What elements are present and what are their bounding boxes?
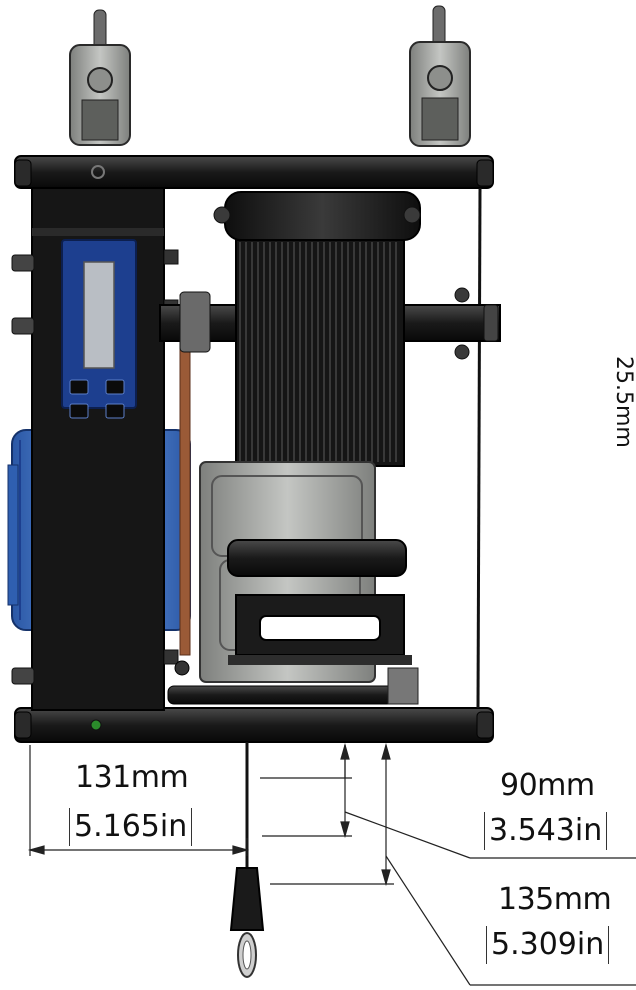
cable-drum — [159, 191, 501, 467]
drop-short-in-label: 3.543in — [484, 812, 608, 850]
panel-button-2[interactable] — [105, 379, 125, 395]
gearbox — [167, 461, 419, 705]
dimension-drop-short — [260, 742, 636, 859]
rail-bolts — [14, 159, 494, 739]
left-top-clamp — [69, 9, 131, 146]
side-dimension-label: 25.5mm — [611, 356, 636, 448]
drop-long-in-label: 5.309in — [486, 926, 610, 964]
cable-hook — [229, 742, 265, 978]
panel-button-4[interactable] — [105, 403, 125, 419]
control-panel — [61, 239, 137, 419]
lcd-display — [83, 261, 115, 369]
drum-grooves — [239, 242, 397, 462]
width-in-label: 5.165in — [69, 808, 193, 846]
panel-button-1[interactable] — [69, 379, 89, 395]
right-frame-edge — [476, 187, 482, 709]
width-mm-label: 131mm — [75, 760, 189, 795]
bottom-rail — [14, 707, 494, 743]
top-rail — [14, 155, 494, 189]
dimension-drop-long — [270, 742, 636, 986]
drop-long-mm-label: 135mm — [498, 882, 612, 917]
right-top-clamp — [409, 5, 471, 147]
dimension-width — [27, 745, 250, 856]
panel-button-3[interactable] — [69, 403, 89, 419]
drop-short-mm-label: 90mm — [500, 768, 595, 803]
